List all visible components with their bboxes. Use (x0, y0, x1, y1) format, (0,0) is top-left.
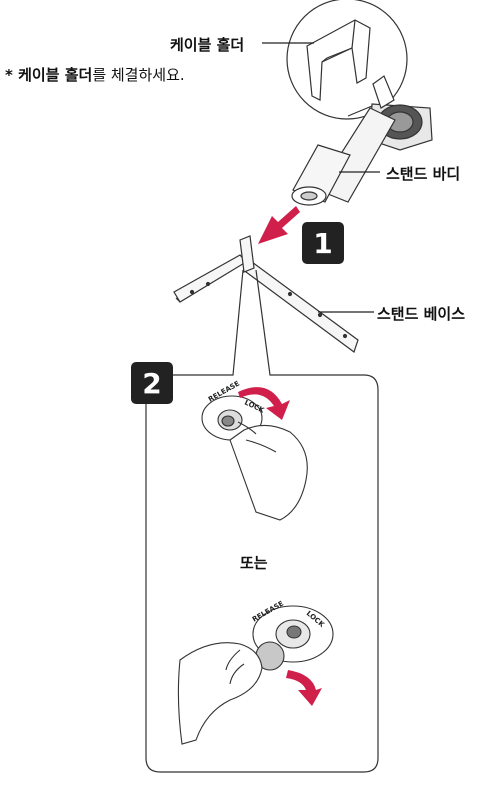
note-bold: 케이블 홀더 (18, 66, 93, 84)
dial-upper (201, 395, 308, 521)
step-2-badge: 2 (131, 362, 173, 404)
rotate-arrow-icon (238, 387, 290, 420)
stand-body (291, 75, 433, 206)
stand-body-label: 스탠드 바디 (386, 165, 461, 183)
cable-holder-label: 케이블 홀더 (170, 36, 245, 54)
rotate-arrow-icon (286, 670, 322, 706)
note-prefix: * (5, 66, 19, 84)
dial-lower (177, 605, 334, 745)
stand-base (173, 235, 359, 353)
note-line: * 케이블 홀더를 체결하세요. (5, 64, 185, 85)
note-rest: 를 체결하세요. (92, 66, 185, 84)
or-label: 또는 (240, 554, 268, 572)
stand-base-label: 스탠드 베이스 (377, 305, 466, 323)
step-1-badge: 1 (302, 222, 344, 264)
down-arrow-icon (258, 206, 300, 244)
